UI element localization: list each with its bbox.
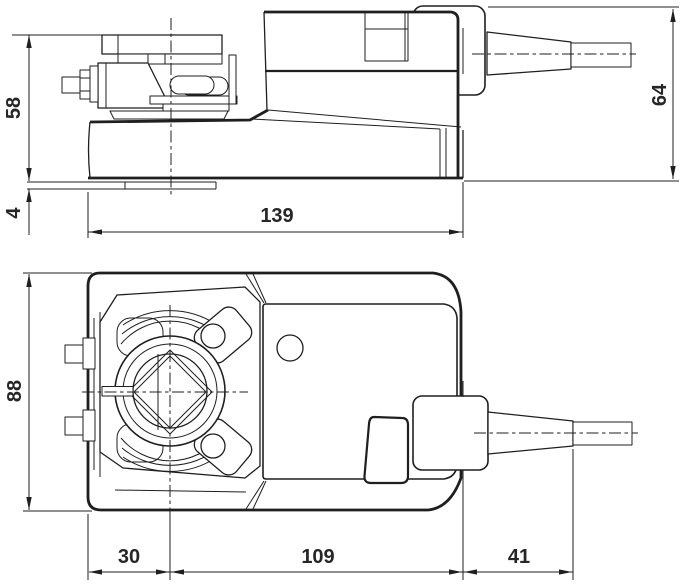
top-clamp (64, 286, 261, 510)
top-detail-tab (364, 11, 409, 62)
base-left-edge (87, 121, 91, 179)
crossbar-lip (117, 53, 223, 65)
arrowhead (26, 189, 32, 202)
side-dimensions: 58 4 139 64 (3, 6, 679, 238)
dim-139-label: 139 (260, 205, 293, 227)
arrowhead (559, 569, 572, 575)
base-slope-upper (267, 109, 462, 128)
base-top-edge (89, 108, 269, 124)
seam-bottom-3 (114, 489, 247, 493)
top-view: 88 30 109 41 (4, 271, 638, 580)
arrowhead (89, 569, 102, 575)
body-fill (90, 12, 458, 178)
arrowhead (171, 569, 184, 575)
ubolt-nut-lower (82, 409, 96, 442)
ear-hole-lower (200, 433, 226, 459)
ubolt-tip-upper (64, 344, 84, 364)
arrowhead (26, 168, 32, 181)
clamp-strip (162, 103, 230, 112)
arrowhead (449, 569, 462, 575)
dim-4-label: 4 (3, 207, 25, 219)
dim-88-label: 88 (4, 380, 26, 402)
ubolt-nut-upper (82, 337, 96, 370)
seam-top-2 (252, 273, 267, 304)
body-top-right-edge (264, 10, 460, 178)
seam-bottom-1 (245, 480, 265, 510)
ear-hole-upper (200, 323, 226, 349)
cable (570, 42, 632, 68)
side-view: 58 4 139 64 (3, 5, 679, 238)
side-body (27, 10, 464, 190)
arrowhead (89, 229, 102, 235)
arrowhead (670, 166, 676, 179)
ubolt-tip-lower (64, 416, 84, 436)
top-dimensions: 88 30 109 41 (4, 272, 574, 580)
bolt-tip (61, 76, 81, 94)
body-left-edge (263, 11, 268, 111)
clamp-post (228, 54, 237, 105)
clamp-cylinder-front (169, 75, 215, 95)
dim-64-label: 64 (649, 83, 671, 106)
dim-58-label: 58 (3, 97, 25, 119)
crossbar (101, 34, 223, 55)
cover-button (276, 334, 304, 362)
dim-30-label: 30 (118, 546, 140, 568)
arrowhead (464, 569, 477, 575)
dim-109-label: 109 (301, 546, 334, 568)
top-cable-gland (363, 395, 638, 485)
release-lever (363, 415, 410, 485)
bolt-flange (89, 65, 99, 103)
clamp-slot (101, 386, 134, 397)
arrowhead (26, 35, 32, 48)
clamp-arm (149, 95, 238, 105)
seam-bottom-2 (252, 480, 267, 510)
side-clamp-assembly (61, 18, 238, 197)
arrowhead (670, 9, 676, 22)
seam-top-1 (245, 273, 265, 304)
bolt-nut (79, 69, 91, 100)
arrowhead (449, 229, 462, 235)
arrowhead (156, 569, 169, 575)
clamp-foot (109, 110, 229, 120)
arrowhead (26, 274, 32, 287)
base-slope-lower (251, 118, 441, 130)
dim-41-label: 41 (508, 546, 530, 568)
lid-outline (262, 303, 458, 480)
arrowhead (26, 497, 32, 510)
